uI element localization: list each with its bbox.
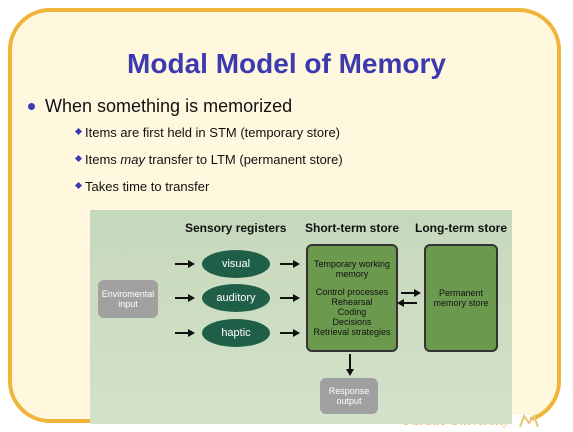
header-sensory: Sensory registers <box>185 221 287 235</box>
short-term-store-box: Temporary working memory Control process… <box>306 244 398 352</box>
stm-working-line: Temporary working <box>313 259 391 269</box>
input-line-1: Enviromental <box>101 289 155 299</box>
header-short-term: Short-term store <box>305 221 400 235</box>
environmental-input-box: Enviromental input <box>98 280 158 318</box>
stm-process-line: Decisions <box>332 317 372 327</box>
sub-point-2: Items may transfer to LTM (permanent sto… <box>74 152 343 167</box>
stm-process-line: Control processes <box>315 287 389 297</box>
main-bullet-text: When something is memorized <box>45 96 293 116</box>
memory-model-diagram: Sensory registers Short-term store Long-… <box>90 210 512 424</box>
register-haptic: haptic <box>202 319 270 347</box>
sub-point-emphasis: may <box>120 152 145 167</box>
response-line-2: output <box>336 396 362 406</box>
response-line-1: Response <box>328 386 370 396</box>
sub-point-pre: Items <box>85 152 121 167</box>
arrow-ltm-to-stm <box>397 299 417 307</box>
arrow-stm-to-response <box>346 354 354 376</box>
sub-point-post: transfer to LTM (permanent store) <box>144 152 343 167</box>
register-auditory: auditory <box>202 284 270 312</box>
register-visual: visual <box>202 250 270 278</box>
slide-title: Modal Model of Memory <box>127 48 446 79</box>
header-long-term: Long-term store <box>415 221 508 235</box>
sub-point-1: Items are first held in STM (temporary s… <box>74 125 341 140</box>
stm-process-line: Retrieval strategies <box>313 327 391 337</box>
ltm-line-1: Permanent <box>438 288 484 298</box>
ltm-line-2: memory store <box>433 298 489 308</box>
sub-point-text: Items are first held in STM (temporary s… <box>85 125 341 140</box>
arrow-stm-to-ltm <box>401 289 421 297</box>
arrow-visual-to-stm <box>280 260 300 268</box>
stm-working-memory: Temporary working memory <box>314 259 390 279</box>
stm-processes: Control processes Rehearsal Coding Decis… <box>313 287 390 337</box>
crest-icon <box>519 413 539 428</box>
sub-point-3: Takes time to transfer <box>74 179 210 194</box>
stm-process-line: Rehearsal <box>331 297 373 307</box>
arrow-haptic-to-stm <box>280 329 300 337</box>
main-bullet: When something is memorized <box>28 96 293 117</box>
stm-process-line: Coding <box>337 307 367 317</box>
arrow-to-visual <box>175 260 195 268</box>
response-output-box: Response output <box>320 378 378 414</box>
sub-point-text: Takes time to transfer <box>85 179 210 194</box>
arrow-to-haptic <box>175 329 195 337</box>
input-line-2: input <box>118 299 138 309</box>
bullet-dot-icon <box>28 103 35 110</box>
arrow-auditory-to-stm <box>280 294 300 302</box>
long-term-store-box: Permanent memory store <box>424 244 498 352</box>
stm-working-line: memory <box>335 269 369 279</box>
arrow-to-auditory <box>175 294 195 302</box>
